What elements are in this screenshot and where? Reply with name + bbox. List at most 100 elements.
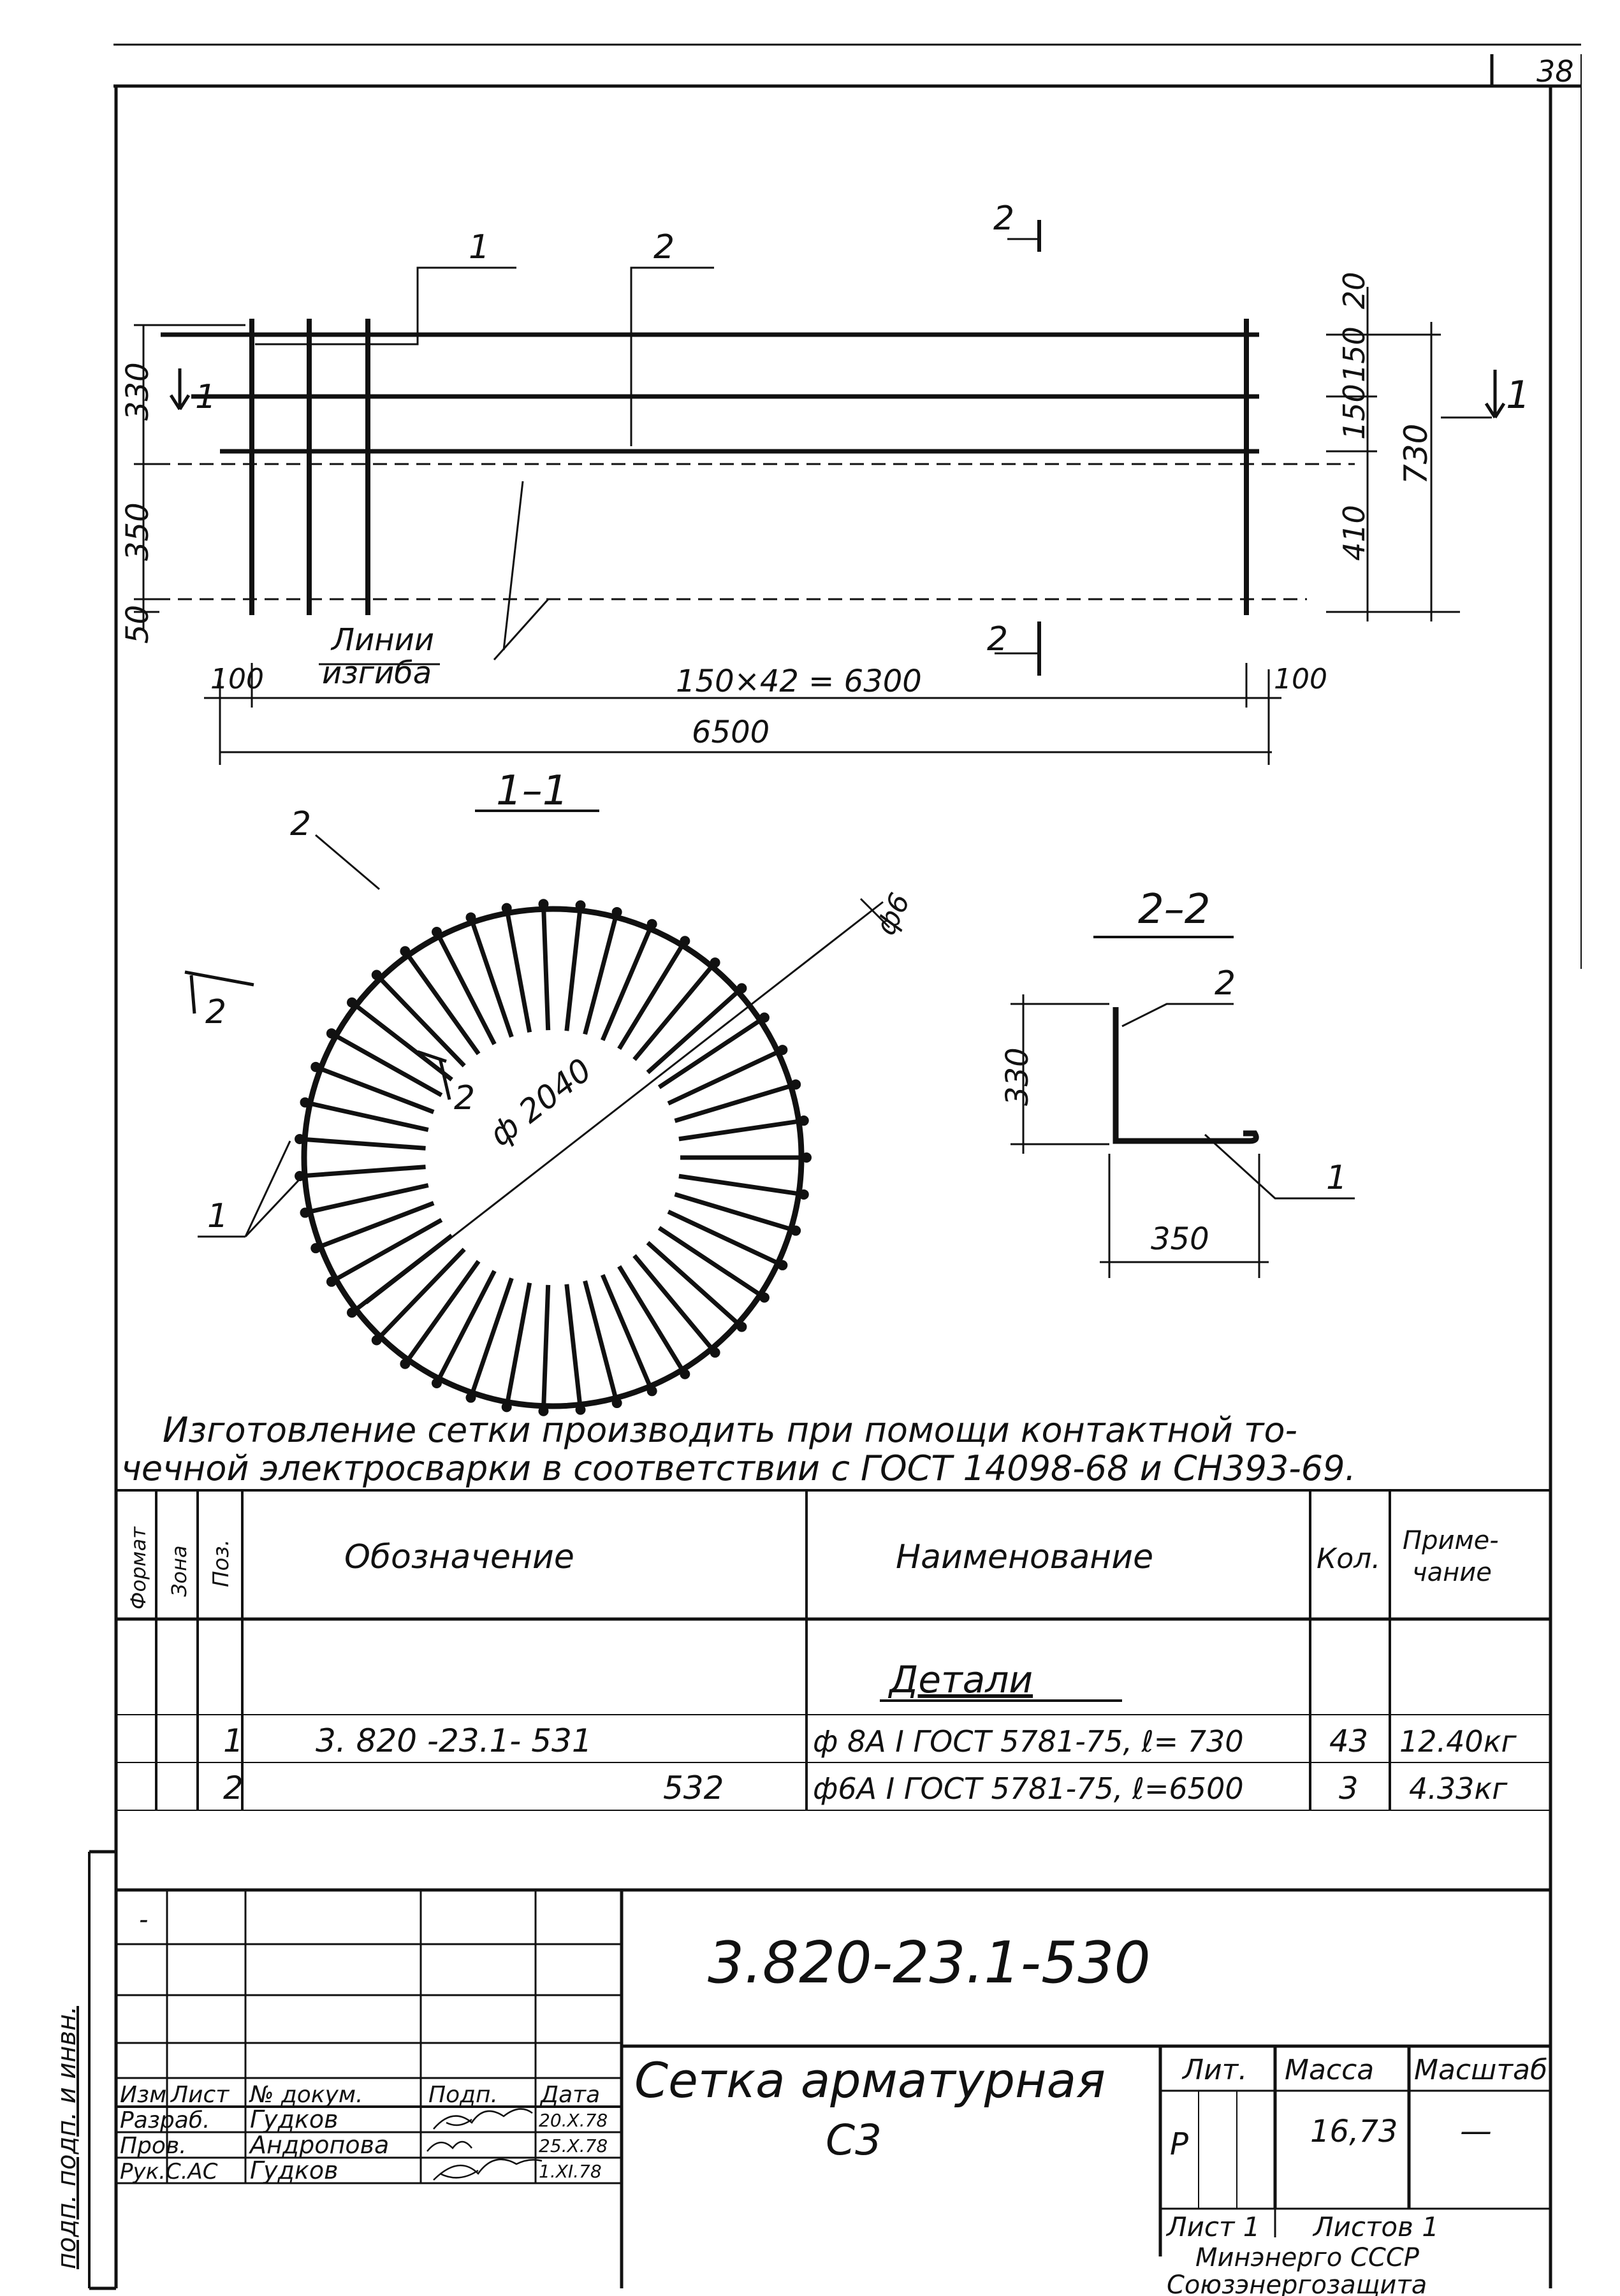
bar-dot xyxy=(646,1386,657,1397)
radial-bar xyxy=(319,1066,435,1114)
dim-6500: 6500 xyxy=(692,715,770,750)
bend-label-1: Линии xyxy=(330,622,434,658)
doc-title: Сетка арматурная xyxy=(634,2052,1106,2109)
tb-date-1: 20.X.78 xyxy=(539,2110,608,2131)
radial-bar xyxy=(674,1084,792,1123)
tb-date-3: 1.XI.78 xyxy=(539,2161,602,2182)
tb-scale: — xyxy=(1460,2112,1492,2149)
radial-bar xyxy=(564,1284,583,1406)
plan-view: 330 350 50 1 1 2 2 2 xyxy=(120,200,1530,765)
hdr-note: Приме-чание xyxy=(1403,1526,1499,1587)
bar-dot xyxy=(791,1079,801,1090)
doc-code: 3.820-23.1-530 xyxy=(708,1929,1151,1996)
bar-dot xyxy=(646,919,657,929)
section-1-1: 1–1 ф 2040 ф6 2 2 1 2 xyxy=(184,767,917,1416)
section-2-2: 2–2 330 350 2 1 xyxy=(1000,886,1355,1278)
bar-dot xyxy=(400,946,411,957)
radial-bar xyxy=(674,1192,792,1232)
bar-dot xyxy=(736,1321,747,1332)
bar-dot xyxy=(575,900,586,911)
bar-dot xyxy=(736,983,747,994)
radial-bar xyxy=(309,1183,429,1214)
radial-bar xyxy=(406,954,481,1056)
bar-dot xyxy=(777,1045,788,1056)
tb-mass: 16,73 xyxy=(1310,2114,1397,2149)
radial-bar xyxy=(678,1119,799,1142)
bar-dot xyxy=(777,1260,788,1270)
radial-bar xyxy=(632,964,714,1061)
section-2-2-title: 2–2 xyxy=(1138,886,1210,933)
row2-designation: 532 xyxy=(663,1769,724,1806)
radial-bar xyxy=(600,927,652,1042)
bar-dot xyxy=(538,899,549,910)
hdr-qty: Кол. xyxy=(1317,1543,1380,1575)
mark2-inner: 2 xyxy=(454,1079,475,1117)
tb-dash: - xyxy=(139,1905,148,1935)
bar-dot xyxy=(400,1358,411,1369)
row2-qty: 3 xyxy=(1339,1771,1359,1806)
tb-role-1: Разраб. xyxy=(120,2107,210,2133)
dim-330: 330 xyxy=(120,362,156,421)
tb-lit-label: Лит. xyxy=(1181,2054,1247,2086)
radial-bar xyxy=(667,1050,779,1106)
doc-subtitle: С3 xyxy=(826,2116,882,2165)
spec-section-details: Детали xyxy=(887,1658,1033,1701)
tb-name-1: Гудков xyxy=(250,2105,339,2133)
dim-150a: 150 xyxy=(1337,326,1371,382)
tb-hdr-izm: Изм xyxy=(120,2082,166,2108)
bar-dot xyxy=(371,1335,382,1346)
radial-bar xyxy=(304,1137,426,1151)
tb-hdr-doc: № докум. xyxy=(249,2082,363,2108)
dim-50: 50 xyxy=(120,605,156,644)
side-stamp: подп. подп. и инвн. xyxy=(52,2006,82,2269)
pos2-label: 2 xyxy=(290,805,311,843)
radial-bar xyxy=(335,1034,443,1098)
dim-20: 20 xyxy=(1337,272,1371,309)
dim-150b: 150 xyxy=(1337,384,1371,440)
radial-bar xyxy=(406,1260,481,1362)
bar-dot xyxy=(346,1307,357,1318)
bar-dot xyxy=(798,1115,809,1126)
radial-bar xyxy=(583,1280,618,1399)
radial-bar xyxy=(378,1247,466,1339)
bar-dot xyxy=(310,1061,321,1072)
tb-name-3: Гудков xyxy=(250,2156,339,2184)
bar-dot xyxy=(346,997,357,1008)
radial-bar xyxy=(657,1226,762,1297)
section-1-1-title: 1–1 xyxy=(496,767,568,815)
radial-bar xyxy=(309,1101,429,1132)
d6-label: ф6 xyxy=(870,889,917,940)
radial-bars xyxy=(304,909,801,1406)
tb-name-2: Андропова xyxy=(248,2131,389,2159)
hdr-pos: Поз. xyxy=(208,1539,234,1587)
radial-bar xyxy=(617,944,685,1050)
section-mark-1-right: 1 xyxy=(1506,373,1530,418)
bar-dot xyxy=(798,1189,809,1200)
bar-dot xyxy=(371,970,382,980)
radial-bar xyxy=(667,1209,779,1265)
bar-dot xyxy=(300,1207,310,1218)
radial-bar xyxy=(564,910,583,1031)
tb-hdr-list: Лист xyxy=(170,2082,230,2108)
radial-bar xyxy=(319,1201,435,1249)
bar-dot xyxy=(300,1097,310,1108)
tb-sheet: Лист 1 xyxy=(1165,2211,1260,2242)
tb-date-2: 25.X.78 xyxy=(539,2135,608,2156)
row1-designation: 3. 820 -23.1- 531 xyxy=(316,1722,592,1759)
radial-bar xyxy=(657,1018,762,1089)
radial-bar xyxy=(646,990,740,1075)
radial-bar xyxy=(437,1270,497,1380)
tb-scale-label: Масштаб xyxy=(1414,2054,1547,2086)
section-mark-2-bottom: 2 xyxy=(987,620,1008,658)
radial-bar xyxy=(335,1217,443,1281)
radial-bar xyxy=(437,935,497,1045)
dim-410: 410 xyxy=(1337,505,1371,561)
radial-bar xyxy=(541,1284,551,1406)
bar-dot xyxy=(575,1404,586,1415)
bend-label-2: изгиба xyxy=(322,655,432,691)
bar-dot xyxy=(501,903,512,913)
section-2-pos2: 2 xyxy=(1215,964,1236,1003)
dim-100-left: 100 xyxy=(210,663,264,695)
sheet-number: 38 xyxy=(1536,54,1574,89)
